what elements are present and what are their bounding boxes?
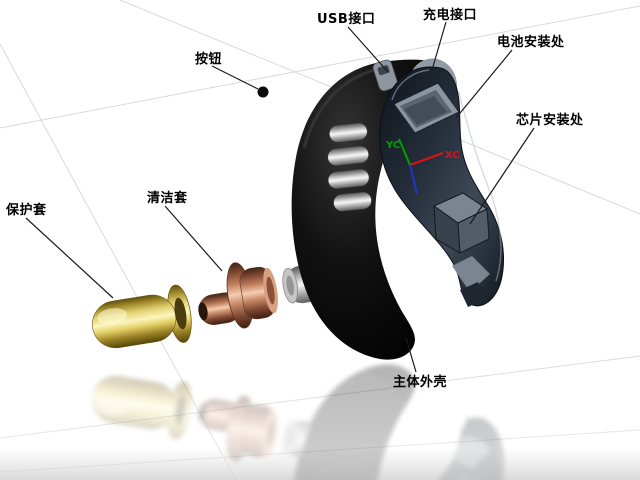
leader-cleaning-sleeve [164, 205, 223, 272]
label-chip-mount: 芯片安装处 [516, 113, 584, 128]
label-battery-mount: 电池安装处 [497, 35, 565, 50]
leader-charging-port [431, 21, 447, 71]
leader-button [211, 65, 259, 90]
axis-y-line [398, 138, 411, 166]
axis-z-line [409, 164, 418, 195]
reflection-fade [0, 362, 640, 480]
label-protective-sleeve: 保护套 [6, 203, 47, 218]
label-button: 按钮 [195, 52, 223, 67]
axis-y-label: YC [385, 140, 400, 151]
leader-protective-sleeve [25, 217, 114, 299]
leader-main-shell [405, 337, 417, 373]
axis-x-label: XC [445, 150, 460, 161]
label-main-shell: 主体外壳 [393, 375, 448, 390]
exploded-assembly[interactable] [88, 59, 503, 360]
coordinate-triad: YC XC [385, 138, 460, 195]
callout-leaders [25, 21, 535, 373]
label-charging-port: 充电接口 [423, 8, 478, 23]
label-cleaning-sleeve: 清洁套 [147, 191, 188, 206]
label-usb-port: USB接口 [317, 12, 376, 27]
leader-battery-mount [455, 49, 513, 119]
axis-x-line [409, 152, 444, 166]
leader-usb-port [347, 26, 389, 73]
leader-chip-mount [469, 127, 535, 225]
